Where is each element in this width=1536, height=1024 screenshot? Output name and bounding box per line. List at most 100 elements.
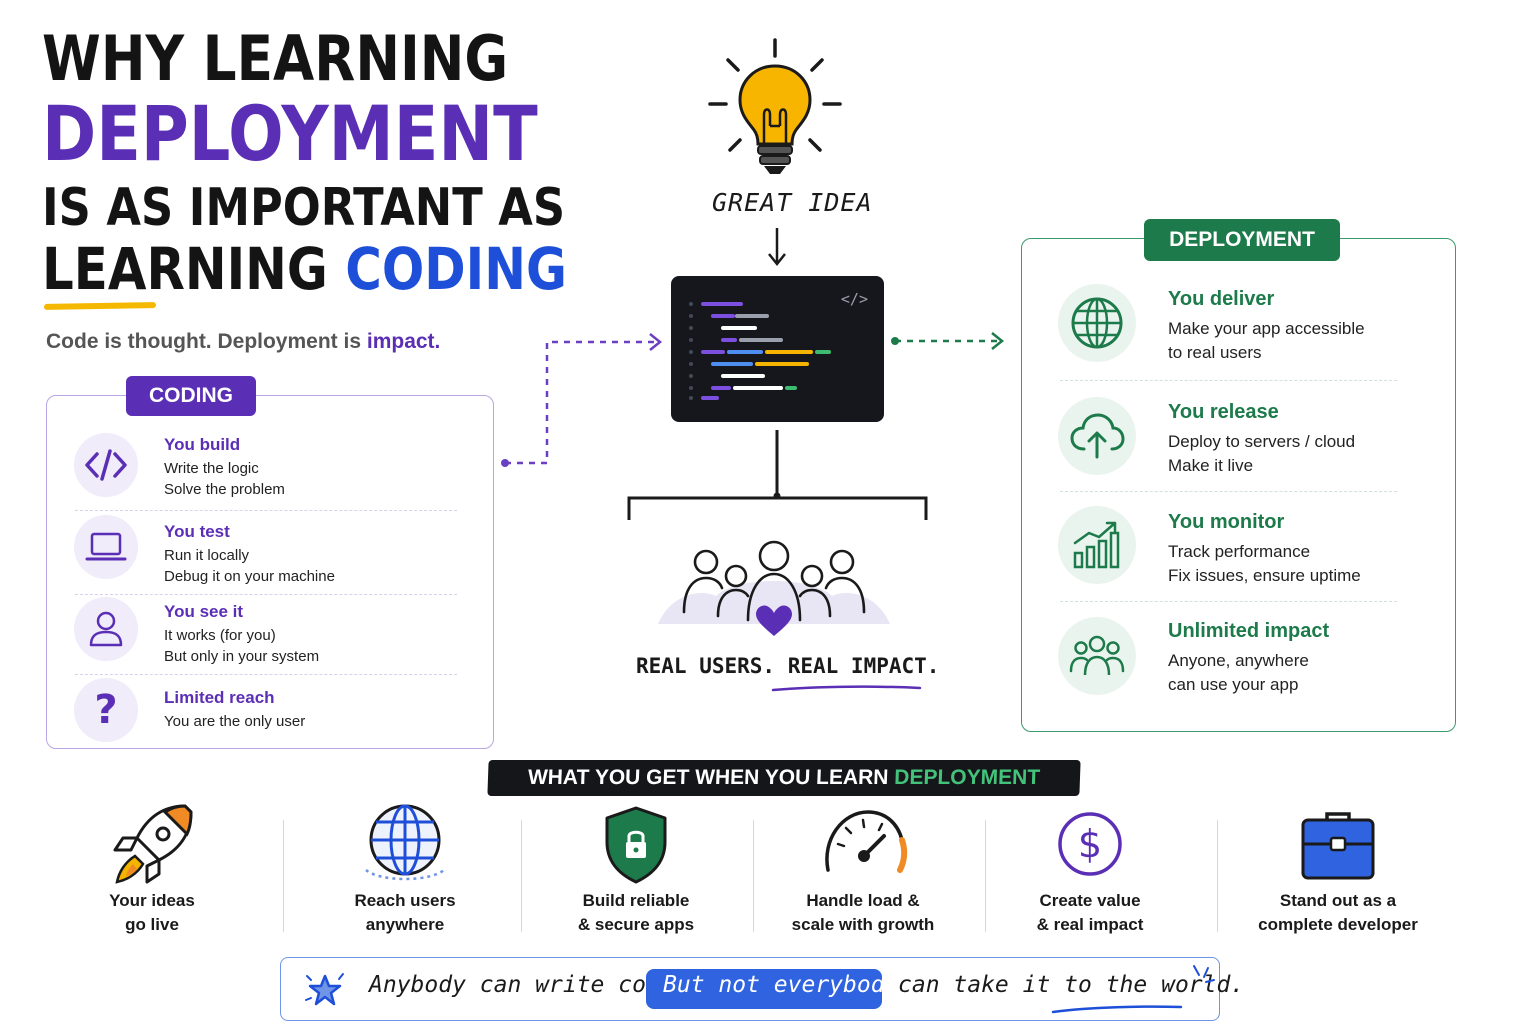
divider [1060,601,1397,602]
code-tag-icon: </> [840,290,868,308]
benefit-label-line: & real impact [1036,915,1144,934]
briefcase-icon [1301,812,1375,880]
speedometer-icon [825,810,908,873]
benefits-header: WHAT YOU GET WHEN YOU LEARN DEPLOYMENT [487,760,1081,796]
code-lines-graphic [689,302,831,400]
benefit-label-line: & secure apps [577,915,695,934]
quote-part-2: can take it to the world. [898,972,1245,998]
coding-item-line: Write the logic [164,460,259,477]
cloud-upload-icon [1058,397,1136,475]
divider [1060,380,1397,381]
question-icon: ? [74,678,138,742]
coding-header: CODING [126,376,256,416]
benefit-item-scale: Handle load & scale with growth [763,800,963,950]
code-icon [74,433,138,497]
deployment-item-title: You deliver [1168,288,1275,310]
benefit-separator [753,820,754,932]
benefit-label-line: anywhere [365,915,445,934]
benefits-header-prefix: WHAT YOU GET WHEN YOU LEARN [527,766,895,789]
benefit-label-line: scale with growth [791,915,935,934]
benefit-label-line: Your ideas [109,891,195,910]
deployment-item-line: Make your app accessible [1168,319,1365,338]
group-icon [1058,617,1136,695]
deployment-header: DEPLOYMENT [1144,219,1340,261]
benefit-label-line: go live [125,915,179,934]
title-line-1: WHY LEARNING [42,22,509,95]
divider [75,594,457,595]
benefit-label-line: Build reliable [582,891,690,910]
user-icon [74,597,138,661]
title-line-4: LEARNING CODING [42,240,567,298]
tagline-prefix: Code is thought. Deployment is [46,330,367,353]
coding-item-line: Solve the problem [164,481,285,498]
benefit-separator [521,820,522,932]
coding-item-line: It works (for you) [164,627,276,644]
coding-item-line: You are the only user [164,713,306,730]
benefit-item-value: $ Create value & real impact [990,800,1190,950]
coding-item-line: Run it locally [164,547,250,564]
svg-text:$: $ [1078,822,1102,866]
benefit-label-line: Reach users [354,891,456,910]
benefit-item-reach: Reach users anywhere [305,800,505,950]
great-idea-label: GREAT IDEA [712,188,873,217]
quote-highlight-box [646,969,882,1009]
deployment-item-line: Fix issues, ensure uptime [1168,566,1361,585]
deployment-item-title: You release [1168,401,1279,423]
main-title: WHY LEARNING DEPLOYMENT IS AS IMPORTANT … [42,22,652,299]
deployment-item-line: Track performance [1168,542,1311,561]
title-line-4-prefix: LEARNING [42,235,346,303]
benefit-label: Stand out as a complete developer [1238,889,1438,937]
coding-item-line: Debug it on your machine [164,568,335,585]
benefit-label: Create value & real impact [990,889,1190,937]
deployment-item-line: Make it live [1168,456,1254,475]
benefit-label-line: Create value [1039,891,1141,910]
benefit-item-secure: Build reliable & secure apps [536,800,736,950]
benefit-separator [985,820,986,932]
benefit-label-line: complete developer [1258,915,1418,934]
users-group-icon [658,540,890,636]
shield-lock-icon [605,806,667,884]
divider [75,674,457,675]
deployment-item-line: to real users [1168,343,1262,362]
coding-item-title: You build [164,435,241,454]
benefit-label: Your ideas go live [52,889,252,937]
quote-part-1: Anybody can write code. [369,972,688,998]
globe-icon [365,804,445,881]
benefit-label: Reach users anywhere [305,889,505,937]
benefit-label: Build reliable & secure apps [536,889,736,937]
deployment-item-line: can use your app [1168,675,1299,694]
deployment-item-line: Deploy to servers / cloud [1168,432,1356,451]
benefit-separator [283,820,284,932]
title-line-4-highlight: CODING [345,235,567,303]
coding-item-title: You test [164,522,230,541]
quote-box: Anybody can write code. But not everybod… [280,957,1244,1021]
quote-highlight: But not everybody [663,972,899,998]
benefit-separator [1217,820,1218,932]
dollar-icon: $ [1058,812,1122,876]
benefit-label-line: Stand out as a [1279,891,1397,910]
code-editor-screen: </> [671,276,884,422]
deployment-item-title: You monitor [1168,511,1285,533]
laptop-icon [74,515,138,579]
benefits-header-highlight: DEPLOYMENT [893,766,1041,789]
divider [75,510,457,511]
coding-item-line: But only in your system [164,648,320,665]
coding-panel: You build Write the logic Solve the prob… [46,395,494,749]
tagline-highlight: impact. [366,330,441,353]
users-label: REAL USERS. REAL IMPACT. [636,654,940,678]
title-line-3: IS AS IMPORTANT AS [42,178,566,238]
globe-icon [1058,284,1136,362]
deployment-panel: You deliver Make your app accessible to … [1021,238,1456,732]
growth-chart-icon [1058,506,1136,584]
sparkle-icon [1193,965,1215,983]
deployment-item-line: Anyone, anywhere [1168,651,1309,670]
benefit-item-go-live: Your ideas go live [52,800,252,950]
title-line-2: DEPLOYMENT [42,89,538,178]
tagline: Code is thought. Deployment is impact. [46,330,440,354]
benefit-label: Handle load & scale with growth [763,889,963,937]
benefit-label-line: Handle load & [806,891,920,910]
divider [1060,491,1397,492]
benefit-item-developer: Stand out as a complete developer [1238,800,1438,950]
star-icon [305,973,344,1006]
